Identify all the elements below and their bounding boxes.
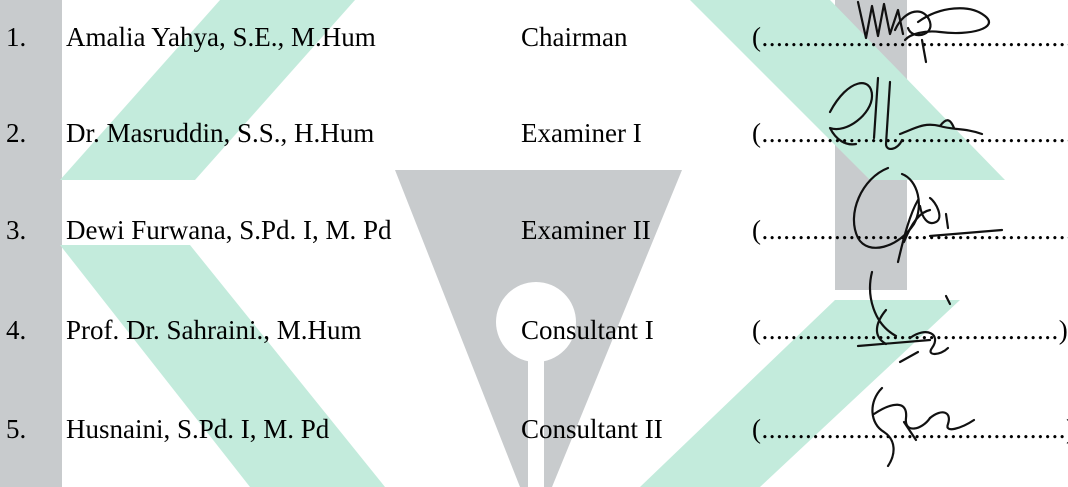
member-role: Consultant I <box>521 315 654 345</box>
member-number: 2. <box>6 118 27 148</box>
signature-line: (.......................................… <box>752 215 1068 245</box>
signature-line: (.......................................… <box>752 22 1068 52</box>
member-row-2: 2. Dr. Masruddin, S.S., H.Hum Examiner I… <box>0 113 1068 153</box>
member-name: Amalia Yahya, S.E., M.Hum <box>66 22 376 52</box>
watermark-arm-lower-left <box>60 245 385 487</box>
watermark-left-band <box>0 0 62 487</box>
member-number: 3. <box>6 215 27 245</box>
signature-line: (.......................................… <box>752 315 1068 345</box>
member-number: 1. <box>6 22 27 52</box>
watermark-arm-upper-left <box>60 0 355 180</box>
member-name: Husnaini, S.Pd. I, M. Pd <box>66 414 330 444</box>
member-number: 5. <box>6 414 27 444</box>
member-role: Consultant II <box>521 414 663 444</box>
member-role: Chairman <box>521 22 628 52</box>
signature-line: (.......................................… <box>752 414 1068 444</box>
member-row-3: 3. Dewi Furwana, S.Pd. I, M. Pd Examiner… <box>0 210 1068 250</box>
member-number: 4. <box>6 315 27 345</box>
member-row-5: 5. Husnaini, S.Pd. I, M. Pd Consultant I… <box>0 409 1068 449</box>
member-row-4: 4. Prof. Dr. Sahraini., M.Hum Consultant… <box>0 310 1068 350</box>
member-name: Prof. Dr. Sahraini., M.Hum <box>66 315 362 345</box>
member-name: Dr. Masruddin, S.S., H.Hum <box>66 118 375 148</box>
member-role: Examiner I <box>521 118 642 148</box>
member-name: Dewi Furwana, S.Pd. I, M. Pd <box>66 215 392 245</box>
signature-line: (.......................................… <box>752 118 1068 148</box>
member-row-1: 1. Amalia Yahya, S.E., M.Hum Chairman (.… <box>0 17 1068 57</box>
watermark-nib-hole <box>496 282 576 362</box>
member-role: Examiner II <box>521 215 651 245</box>
